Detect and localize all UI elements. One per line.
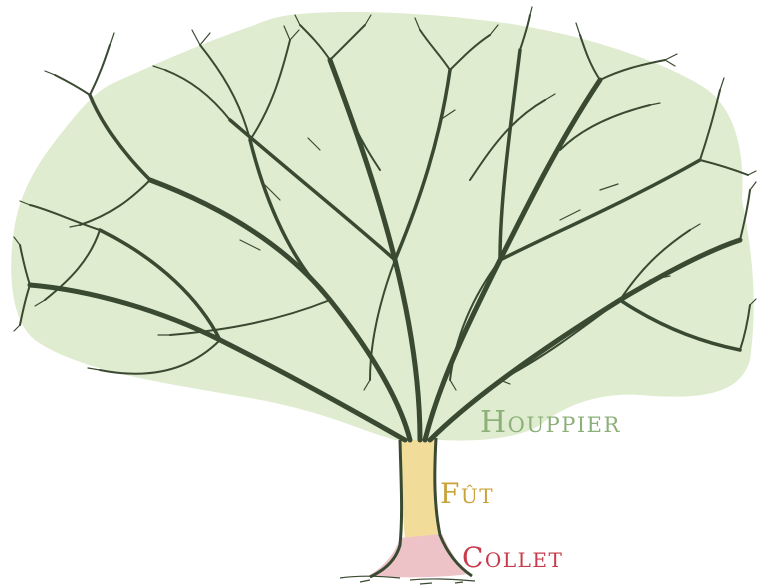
- trunk-label: Fût: [440, 480, 494, 508]
- crown-label: Houppier: [480, 408, 621, 438]
- collar-label: Collet: [462, 544, 563, 572]
- trunk-region: [399, 440, 438, 540]
